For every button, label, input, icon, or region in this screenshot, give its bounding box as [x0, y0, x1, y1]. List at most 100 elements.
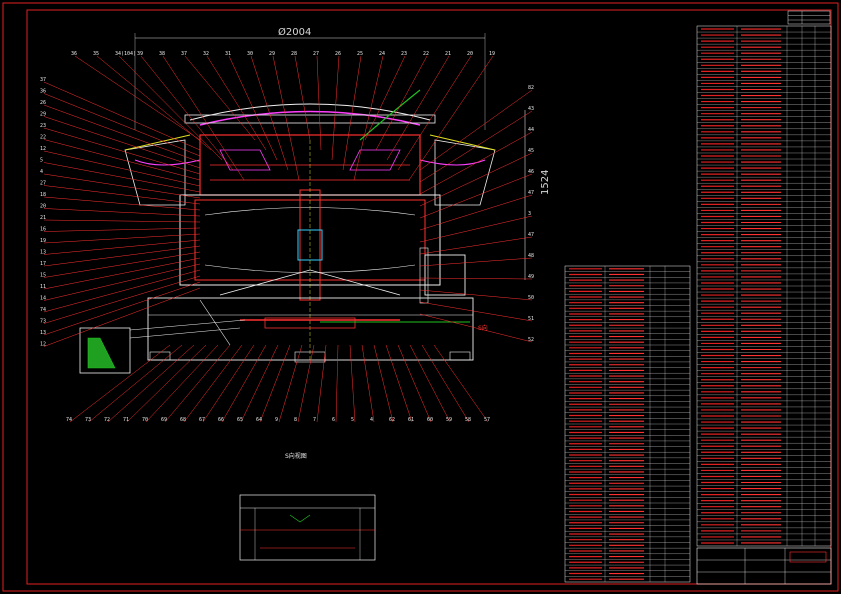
leader-line	[43, 162, 201, 193]
callout-number: 35	[93, 51, 99, 57]
parts-list-middle	[564, 265, 691, 583]
callout-number: 82	[528, 85, 534, 91]
leader-line	[43, 185, 201, 205]
callout-number: 19	[40, 238, 46, 244]
leader-line	[164, 344, 231, 423]
leader-line	[43, 251, 201, 278]
leader-line	[43, 275, 201, 324]
height-label: 1524	[540, 170, 551, 195]
callout-number: 20	[40, 204, 46, 210]
callout-number: 29	[269, 51, 275, 57]
callout-number: 12	[40, 146, 46, 152]
leader-line	[43, 287, 201, 347]
leader-line	[349, 344, 356, 423]
leader-line	[145, 344, 219, 423]
callout-number: 26	[335, 51, 341, 57]
callout-number: 73	[40, 319, 46, 325]
callout-number: 49	[528, 274, 534, 280]
leader-line	[316, 55, 322, 151]
leader-line	[421, 344, 470, 423]
callout-number: 5	[351, 417, 354, 423]
callout-number: 27	[40, 181, 46, 187]
leader-line	[433, 344, 489, 423]
leader-line	[409, 344, 451, 423]
leader-line	[397, 55, 472, 171]
callout-number: 34(104)	[115, 51, 136, 57]
callout-number: 20	[467, 51, 473, 57]
callout-number: 3	[528, 211, 531, 217]
leader-line	[43, 227, 201, 232]
leader-line	[74, 55, 201, 141]
leader-line	[342, 55, 362, 171]
leader-line	[419, 289, 533, 301]
callout-number: 47	[528, 232, 534, 238]
leader-line	[43, 245, 201, 267]
leader-line	[335, 344, 339, 423]
callout-number: 37	[40, 77, 46, 83]
callout-number: 9	[275, 417, 278, 423]
leader-line	[297, 344, 315, 423]
callout-number: 44	[528, 127, 534, 133]
leader-line	[240, 344, 279, 423]
leader-line	[107, 344, 195, 423]
callout-number: 19	[489, 51, 495, 57]
leader-line	[184, 55, 256, 141]
leader-line	[419, 277, 533, 280]
callout-number: 12	[40, 342, 46, 348]
leader-line	[43, 150, 201, 187]
callout-number: 4	[370, 417, 373, 423]
height-dimension: 1524	[524, 110, 551, 280]
callout-number: 36	[40, 89, 46, 95]
callout-number: 43	[528, 106, 534, 112]
leader-line	[43, 208, 201, 217]
leader-line	[294, 55, 311, 141]
leader-line	[331, 55, 340, 161]
callout-number: 22	[423, 51, 429, 57]
callout-number: 6	[332, 417, 335, 423]
leader-line	[397, 344, 432, 423]
callout-number: 59	[446, 417, 452, 423]
leader-line	[364, 55, 406, 141]
callout-number: 50	[528, 295, 534, 301]
leader-line	[43, 233, 201, 244]
s-direction-marker: S向	[478, 324, 488, 332]
leader-line	[183, 344, 243, 423]
s-view-detail: S向视图	[239, 452, 376, 561]
callout-number: 70	[142, 417, 148, 423]
leader-line	[118, 55, 223, 161]
callout-number: 22	[40, 135, 46, 141]
s-view-title: S向视图	[285, 452, 307, 460]
leader-line	[419, 236, 533, 255]
diameter-label: Ø2004	[278, 26, 311, 38]
leader-line	[316, 344, 327, 423]
callout-number: 32	[203, 51, 209, 57]
leader-line	[43, 104, 201, 163]
callout-number: 73	[85, 417, 91, 423]
leader-line	[419, 257, 533, 267]
leader-line	[43, 139, 201, 181]
leader-line	[353, 55, 384, 181]
diameter-dimension: Ø2004	[134, 26, 486, 130]
corner-stamp	[787, 10, 831, 25]
callout-number: 45	[528, 148, 534, 154]
leader-line	[373, 344, 394, 423]
callout-number: 66	[218, 417, 224, 423]
centrifuge-assembly	[79, 89, 496, 374]
callout-number: 58	[465, 417, 471, 423]
callout-number: 13	[40, 250, 46, 256]
callout-number: 11	[40, 284, 46, 290]
leader-line	[43, 219, 201, 223]
leader-line	[43, 196, 201, 211]
leader-line	[126, 344, 207, 423]
callout-number: 26	[40, 100, 46, 106]
callout-number: 24	[379, 51, 385, 57]
parts-list-right	[696, 25, 832, 547]
leader-line	[43, 263, 201, 301]
callout-number: 15	[40, 273, 46, 279]
leader-line	[43, 116, 201, 169]
callout-number: 18	[40, 192, 46, 198]
callout-number: 31	[225, 51, 231, 57]
leader-line	[43, 269, 201, 313]
